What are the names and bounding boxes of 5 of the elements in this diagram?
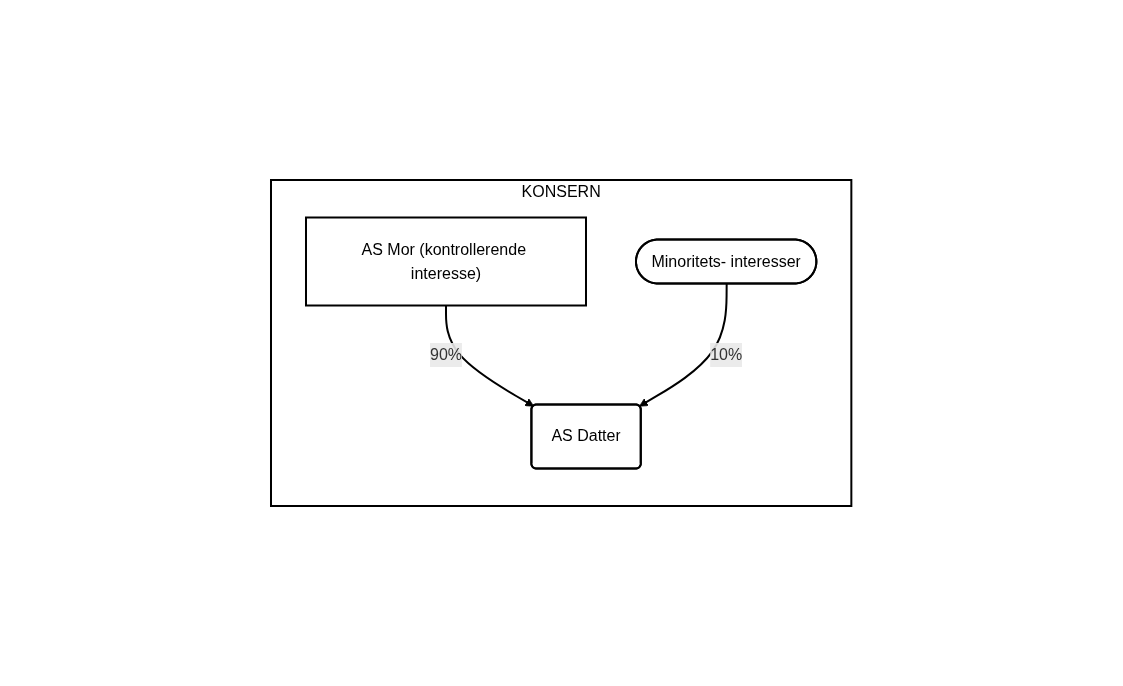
edge-label: 10% [710,346,743,363]
node-box: AS Mor (kontrollerende interesse) [305,216,588,307]
arrow [639,283,728,407]
edge-label: 90% [430,346,463,363]
arrow [445,304,535,407]
